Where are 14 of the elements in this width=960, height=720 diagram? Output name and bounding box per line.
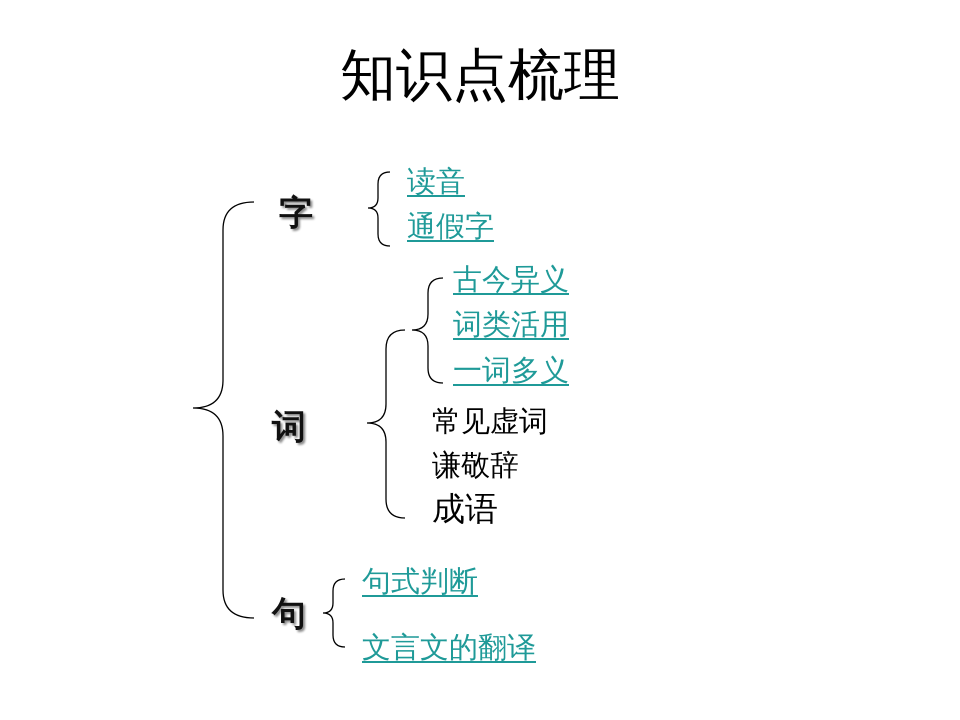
topic-text: 常见虚词 (432, 406, 548, 438)
hyperlink: 句式判断 (362, 566, 478, 598)
page-title: 知识点梳理 (340, 46, 620, 108)
hyperlink: 一词多义 (453, 355, 569, 387)
hyperlink: 文言文的翻译 (362, 632, 536, 664)
category-heading: 句 (272, 596, 306, 634)
topic-text: 成语 (432, 491, 498, 528)
hyperlink: 词类活用 (453, 309, 569, 341)
topic-text: 谦敬辞 (432, 450, 519, 482)
hyperlink: 读音 (407, 166, 465, 198)
category-heading: 词 (272, 409, 306, 446)
hyperlink: 古今异义 (453, 264, 569, 296)
category-heading: 字 (279, 195, 313, 232)
hyperlink: 通假字 (407, 211, 494, 243)
